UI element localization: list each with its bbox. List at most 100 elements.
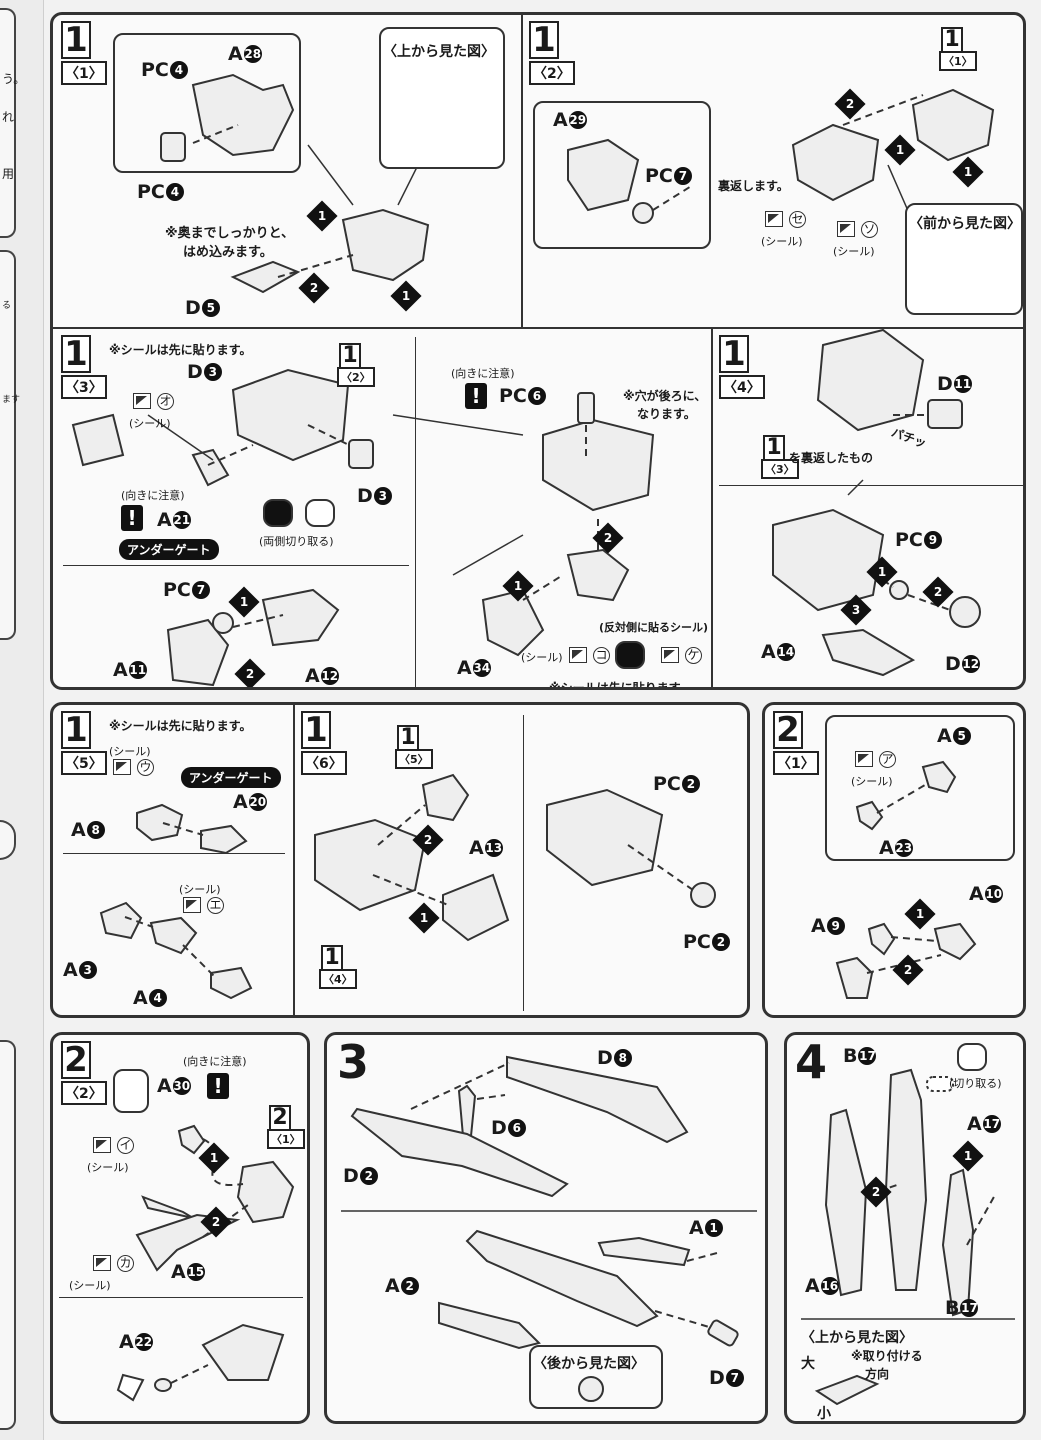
reverse-side-note: (反対側に貼るシール) bbox=[599, 621, 709, 634]
ref-step-number: 1 bbox=[397, 725, 419, 751]
body-part-art bbox=[816, 328, 925, 432]
assembly-note: はめ込みます。 bbox=[183, 245, 273, 260]
a20-part-art bbox=[200, 824, 248, 855]
sticker-icon bbox=[661, 647, 679, 663]
pc-joint-art bbox=[889, 580, 909, 600]
sticker-code: イ bbox=[117, 1137, 134, 1154]
edge-text: れ bbox=[2, 110, 15, 124]
sticker-code: セ bbox=[789, 211, 806, 228]
seal-label: (シール) bbox=[761, 235, 803, 248]
divider bbox=[523, 715, 524, 1011]
body-part-art bbox=[341, 208, 430, 282]
divider bbox=[711, 327, 713, 687]
sticker-code: オ bbox=[157, 393, 174, 410]
d3-body-art bbox=[231, 368, 350, 462]
order-marker: 2 bbox=[234, 658, 266, 687]
order-marker: 2 bbox=[922, 576, 954, 608]
order-marker: 2 bbox=[860, 1176, 892, 1208]
sticker-code: カ bbox=[117, 1255, 134, 1272]
ref-step-number: 1 bbox=[941, 27, 963, 53]
pc-joint-art bbox=[160, 132, 186, 162]
a1-part-art bbox=[597, 1236, 691, 1267]
callout-title: 〈上から見た図〉 bbox=[801, 1330, 913, 1346]
seal-label: (シール) bbox=[129, 417, 171, 430]
step-number: 4 bbox=[795, 1035, 828, 1089]
ref-step-substep: 〈1〉 bbox=[267, 1129, 305, 1149]
under-gate-badge: アンダーゲート bbox=[119, 539, 219, 560]
edge-text: 用 bbox=[2, 167, 15, 181]
edge-text: う。 bbox=[2, 72, 26, 86]
a21-part-art bbox=[191, 448, 230, 487]
adjacent-page-edge: う。 れ 用 る ます bbox=[0, 0, 44, 1440]
d8-part-art bbox=[506, 1055, 689, 1144]
d11-part-art bbox=[927, 399, 963, 429]
seal-label: (シール) bbox=[851, 775, 893, 788]
order-marker: 2 bbox=[834, 88, 866, 120]
shoulder-part-art bbox=[421, 773, 470, 822]
sticker-icon bbox=[93, 1137, 111, 1153]
size-label-small: 小 bbox=[817, 1406, 831, 1422]
flip-note: 裏返します。 bbox=[718, 179, 789, 193]
step3-line-art bbox=[341, 1055, 757, 1402]
order-marker: 1 bbox=[866, 556, 898, 588]
step-number: 1 bbox=[301, 711, 331, 749]
hole-note: ※穴が後ろに、 bbox=[623, 389, 707, 403]
sticker-code: ウ bbox=[137, 759, 154, 776]
ref-step-number: 1 bbox=[763, 435, 785, 461]
attach-note: 方向 bbox=[865, 1367, 890, 1381]
pc-joint-art bbox=[577, 392, 595, 424]
ref-step-number: 1 bbox=[339, 343, 361, 369]
a29-part-art bbox=[567, 138, 640, 212]
head-part-art bbox=[201, 1323, 285, 1381]
seal-label: (シール) bbox=[87, 1161, 129, 1174]
step-number: 1 bbox=[719, 335, 749, 373]
sticker-icon bbox=[133, 393, 151, 409]
edge-text: る bbox=[2, 301, 12, 311]
a10-part-art bbox=[933, 922, 977, 961]
sticker-icon bbox=[183, 897, 201, 913]
a9-part-art bbox=[835, 956, 874, 999]
part-art bbox=[210, 966, 253, 1000]
head-part-art bbox=[236, 1160, 295, 1224]
body-part-art bbox=[772, 508, 885, 612]
warning-icon: ! bbox=[465, 383, 487, 409]
ref-step-substep: 〈2〉 bbox=[337, 367, 375, 387]
ref-step-number: 1 bbox=[321, 945, 343, 971]
divider bbox=[719, 485, 1023, 486]
order-marker: 1 bbox=[952, 1140, 984, 1172]
order-marker: 1 bbox=[952, 156, 984, 188]
sticker-icon bbox=[837, 221, 855, 237]
d2-part-art bbox=[350, 1107, 569, 1198]
order-marker: 1 bbox=[198, 1142, 230, 1174]
step-number: 2 bbox=[773, 711, 803, 749]
sticker-note: ※シールは先に貼ります。 bbox=[549, 681, 692, 690]
edge-frame bbox=[0, 1040, 16, 1430]
step-substep: 〈4〉 bbox=[719, 375, 765, 399]
d12-part-art bbox=[949, 596, 981, 628]
pc-joint-art bbox=[632, 202, 654, 224]
hole-note: なります。 bbox=[637, 407, 696, 421]
warning-icon: ! bbox=[207, 1073, 229, 1099]
order-marker: 3 bbox=[840, 594, 872, 626]
step-number: 1 bbox=[61, 335, 91, 373]
pc-joint-art bbox=[690, 882, 716, 908]
a3-part-art bbox=[99, 901, 143, 940]
a5-part-art bbox=[921, 760, 957, 794]
order-marker: 1 bbox=[306, 200, 338, 232]
order-marker: 2 bbox=[200, 1206, 232, 1238]
